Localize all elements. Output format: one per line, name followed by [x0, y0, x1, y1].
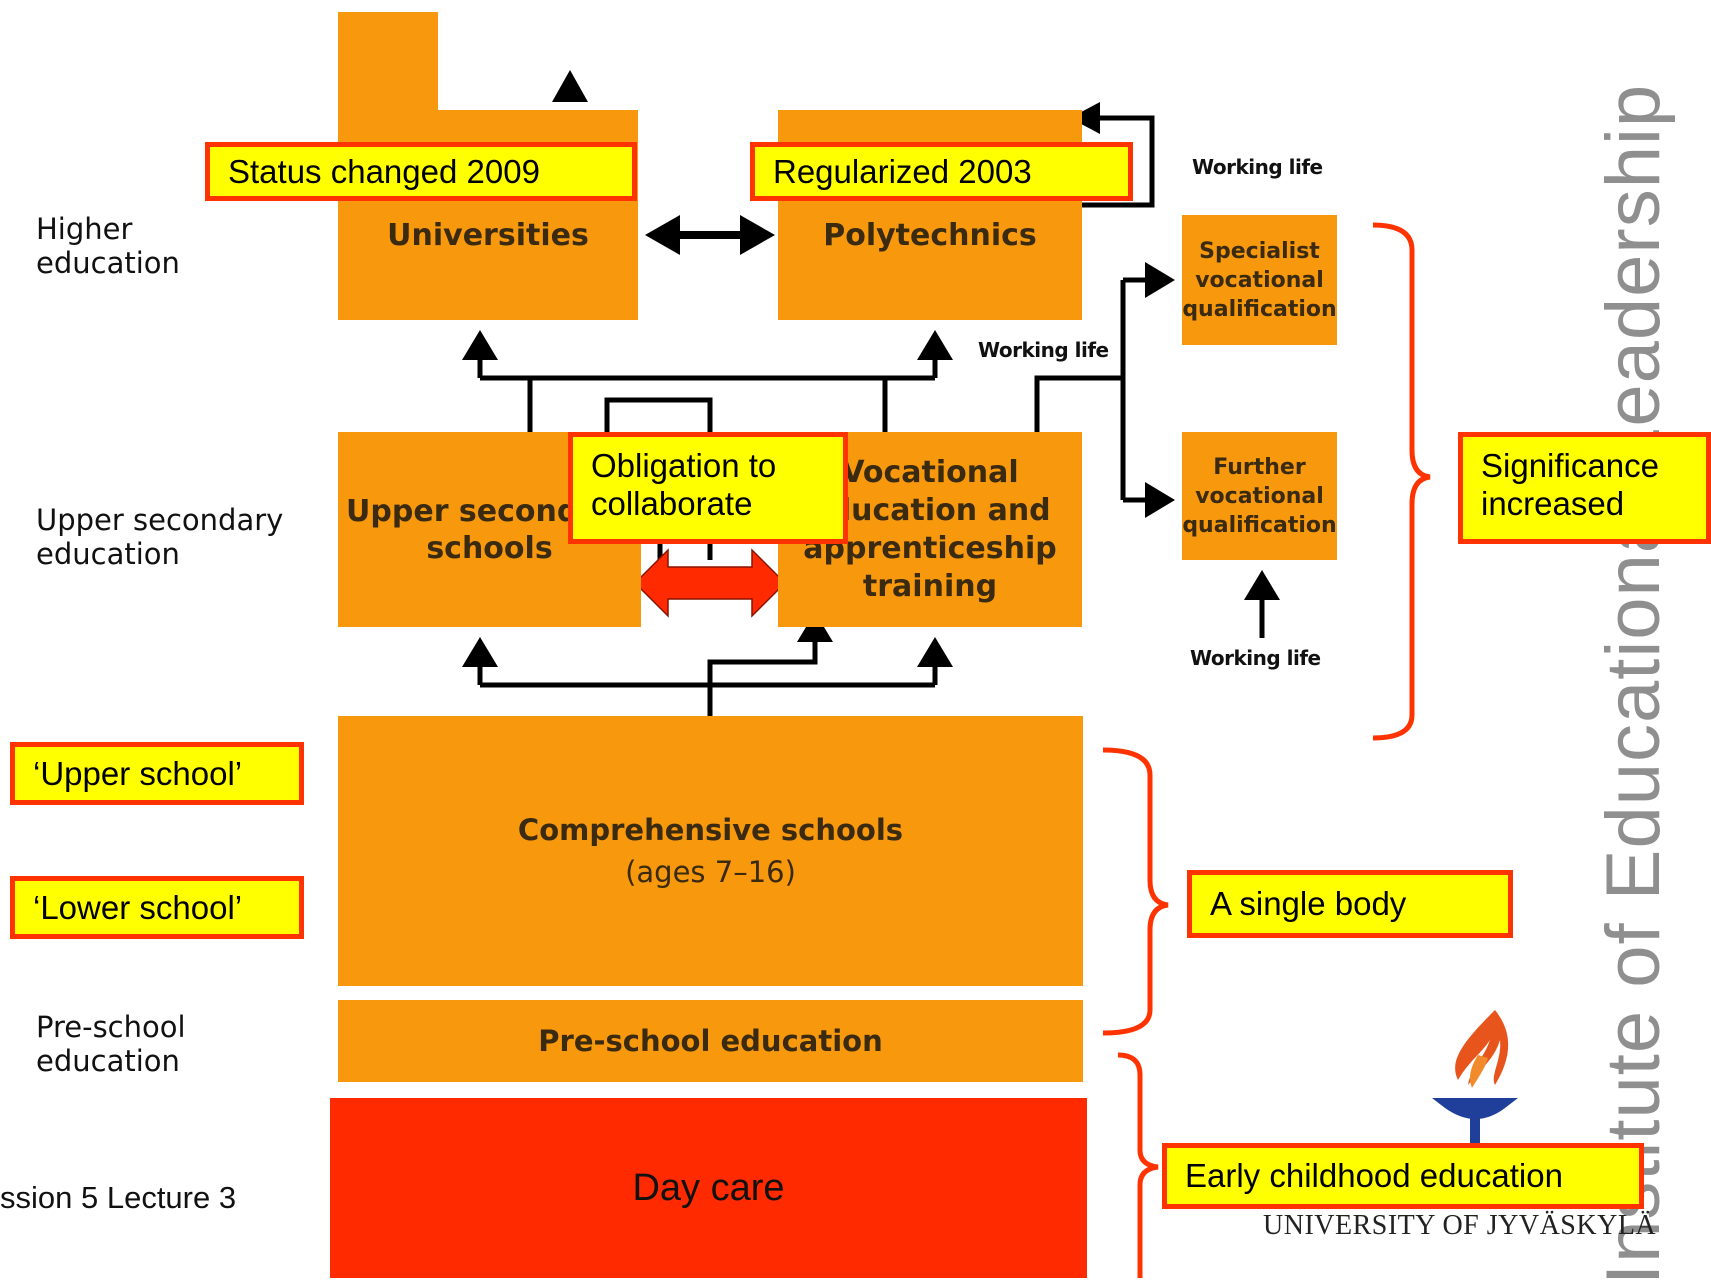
universities-label: Universities [387, 217, 589, 253]
regularized-callout: Regularized 2003 [750, 142, 1133, 201]
universities-box-step [436, 110, 588, 140]
preschool-box: Pre-school education [338, 1000, 1083, 1082]
specialist-box: Specialist vocational qualification [1182, 215, 1337, 345]
day-care-label: Day care [632, 1166, 785, 1209]
working-life-label-mid: Working life [978, 338, 1109, 362]
comprehensive-ages: (ages 7–16) [625, 855, 796, 889]
obligation-callout: Obligation to collaborate [568, 432, 848, 544]
day-care-box: Day care [330, 1098, 1087, 1278]
upper-school-callout: ‘Upper school’ [10, 742, 304, 805]
early-childhood-callout: Early childhood education [1162, 1143, 1644, 1209]
level-label-higher: Higher education [36, 212, 180, 280]
preschool-label: Pre-school education [538, 1024, 883, 1058]
working-life-label-top: Working life [1192, 155, 1323, 179]
universities-box [338, 12, 438, 112]
further-label: Further vocational qualification [1182, 454, 1337, 538]
further-box: Further vocational qualification [1182, 432, 1337, 560]
university-name: UNIVERSITY OF JYVÄSKYLÄ [1263, 1210, 1657, 1241]
single-body-callout: A single body [1187, 870, 1513, 938]
working-life-label-bottom: Working life [1190, 646, 1321, 670]
comprehensive-title: Comprehensive schools [517, 813, 904, 847]
comprehensive-box: Comprehensive schools (ages 7–16) [338, 716, 1083, 986]
level-label-upper-secondary: Upper secondary education [36, 503, 284, 571]
lower-school-callout: ‘Lower school’ [10, 876, 304, 939]
status-changed-callout: Status changed 2009 [205, 142, 637, 201]
specialist-label: Specialist vocational qualification [1182, 238, 1337, 322]
session-lecture-label: ssion 5 Lecture 3 [0, 1180, 237, 1215]
level-label-preschool: Pre-school education [36, 1010, 186, 1078]
polytechnics-label: Polytechnics [823, 217, 1037, 253]
significance-callout: Significance increased [1458, 432, 1711, 544]
